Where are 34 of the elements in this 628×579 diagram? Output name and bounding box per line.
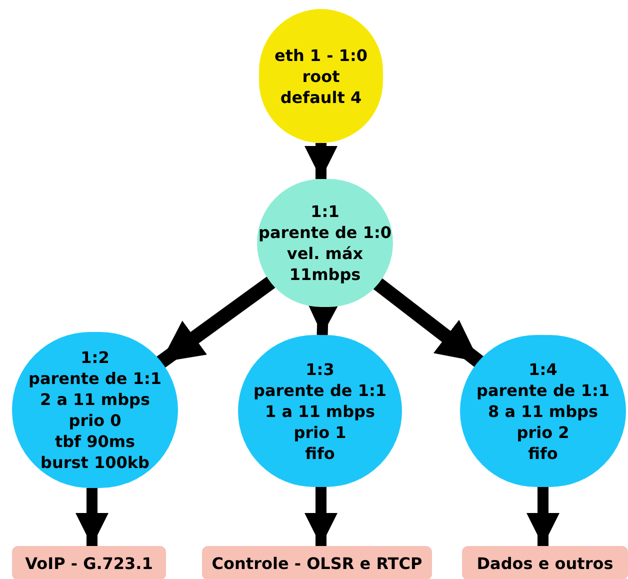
node-text: 8 a 11 mbps (488, 400, 598, 422)
node-text: fifo (305, 442, 335, 464)
arrow (304, 487, 338, 546)
node-text: Controle - OLSR e RTCP (212, 552, 422, 574)
node-text: prio 1 (294, 422, 346, 442)
traffic-label-box (12, 546, 166, 579)
node-text: 2 a 11 mbps (40, 389, 150, 410)
node-text: vel. máx (286, 243, 364, 264)
node-text: default 4 (280, 86, 362, 108)
node-text: eth 1 - 1:0 (274, 44, 368, 66)
node-text: burst 100kb (40, 452, 150, 473)
arrow (526, 487, 560, 546)
node-text: 1:2 (80, 347, 110, 368)
traffic-label-box (462, 546, 628, 579)
node-text: parente de 1:1 (254, 380, 386, 400)
node-text: root (302, 66, 340, 86)
node-text: 1 a 11 mbps (264, 400, 375, 422)
node-text: parente de 1:0 (258, 222, 392, 243)
node-text: Dados e outros (476, 552, 614, 574)
node-text: prio 2 (516, 422, 570, 442)
node-text: 1:1 (310, 201, 340, 222)
arrow (76, 488, 108, 546)
node-text: parente de 1:1 (476, 380, 610, 400)
node-text: prio 0 (68, 410, 122, 431)
node-text: 11mbps (289, 264, 361, 285)
arrow (156, 276, 276, 368)
arrow (304, 143, 338, 179)
node-text: fifo (528, 442, 558, 464)
node-text: 1:3 (306, 358, 334, 380)
node-text: 1:4 (528, 358, 558, 380)
node-text: tbf 90ms (54, 431, 136, 452)
node-text: parente de 1:1 (28, 368, 162, 389)
traffic-label-box (202, 546, 432, 579)
node-text: VoIP - G.723.1 (25, 552, 153, 574)
